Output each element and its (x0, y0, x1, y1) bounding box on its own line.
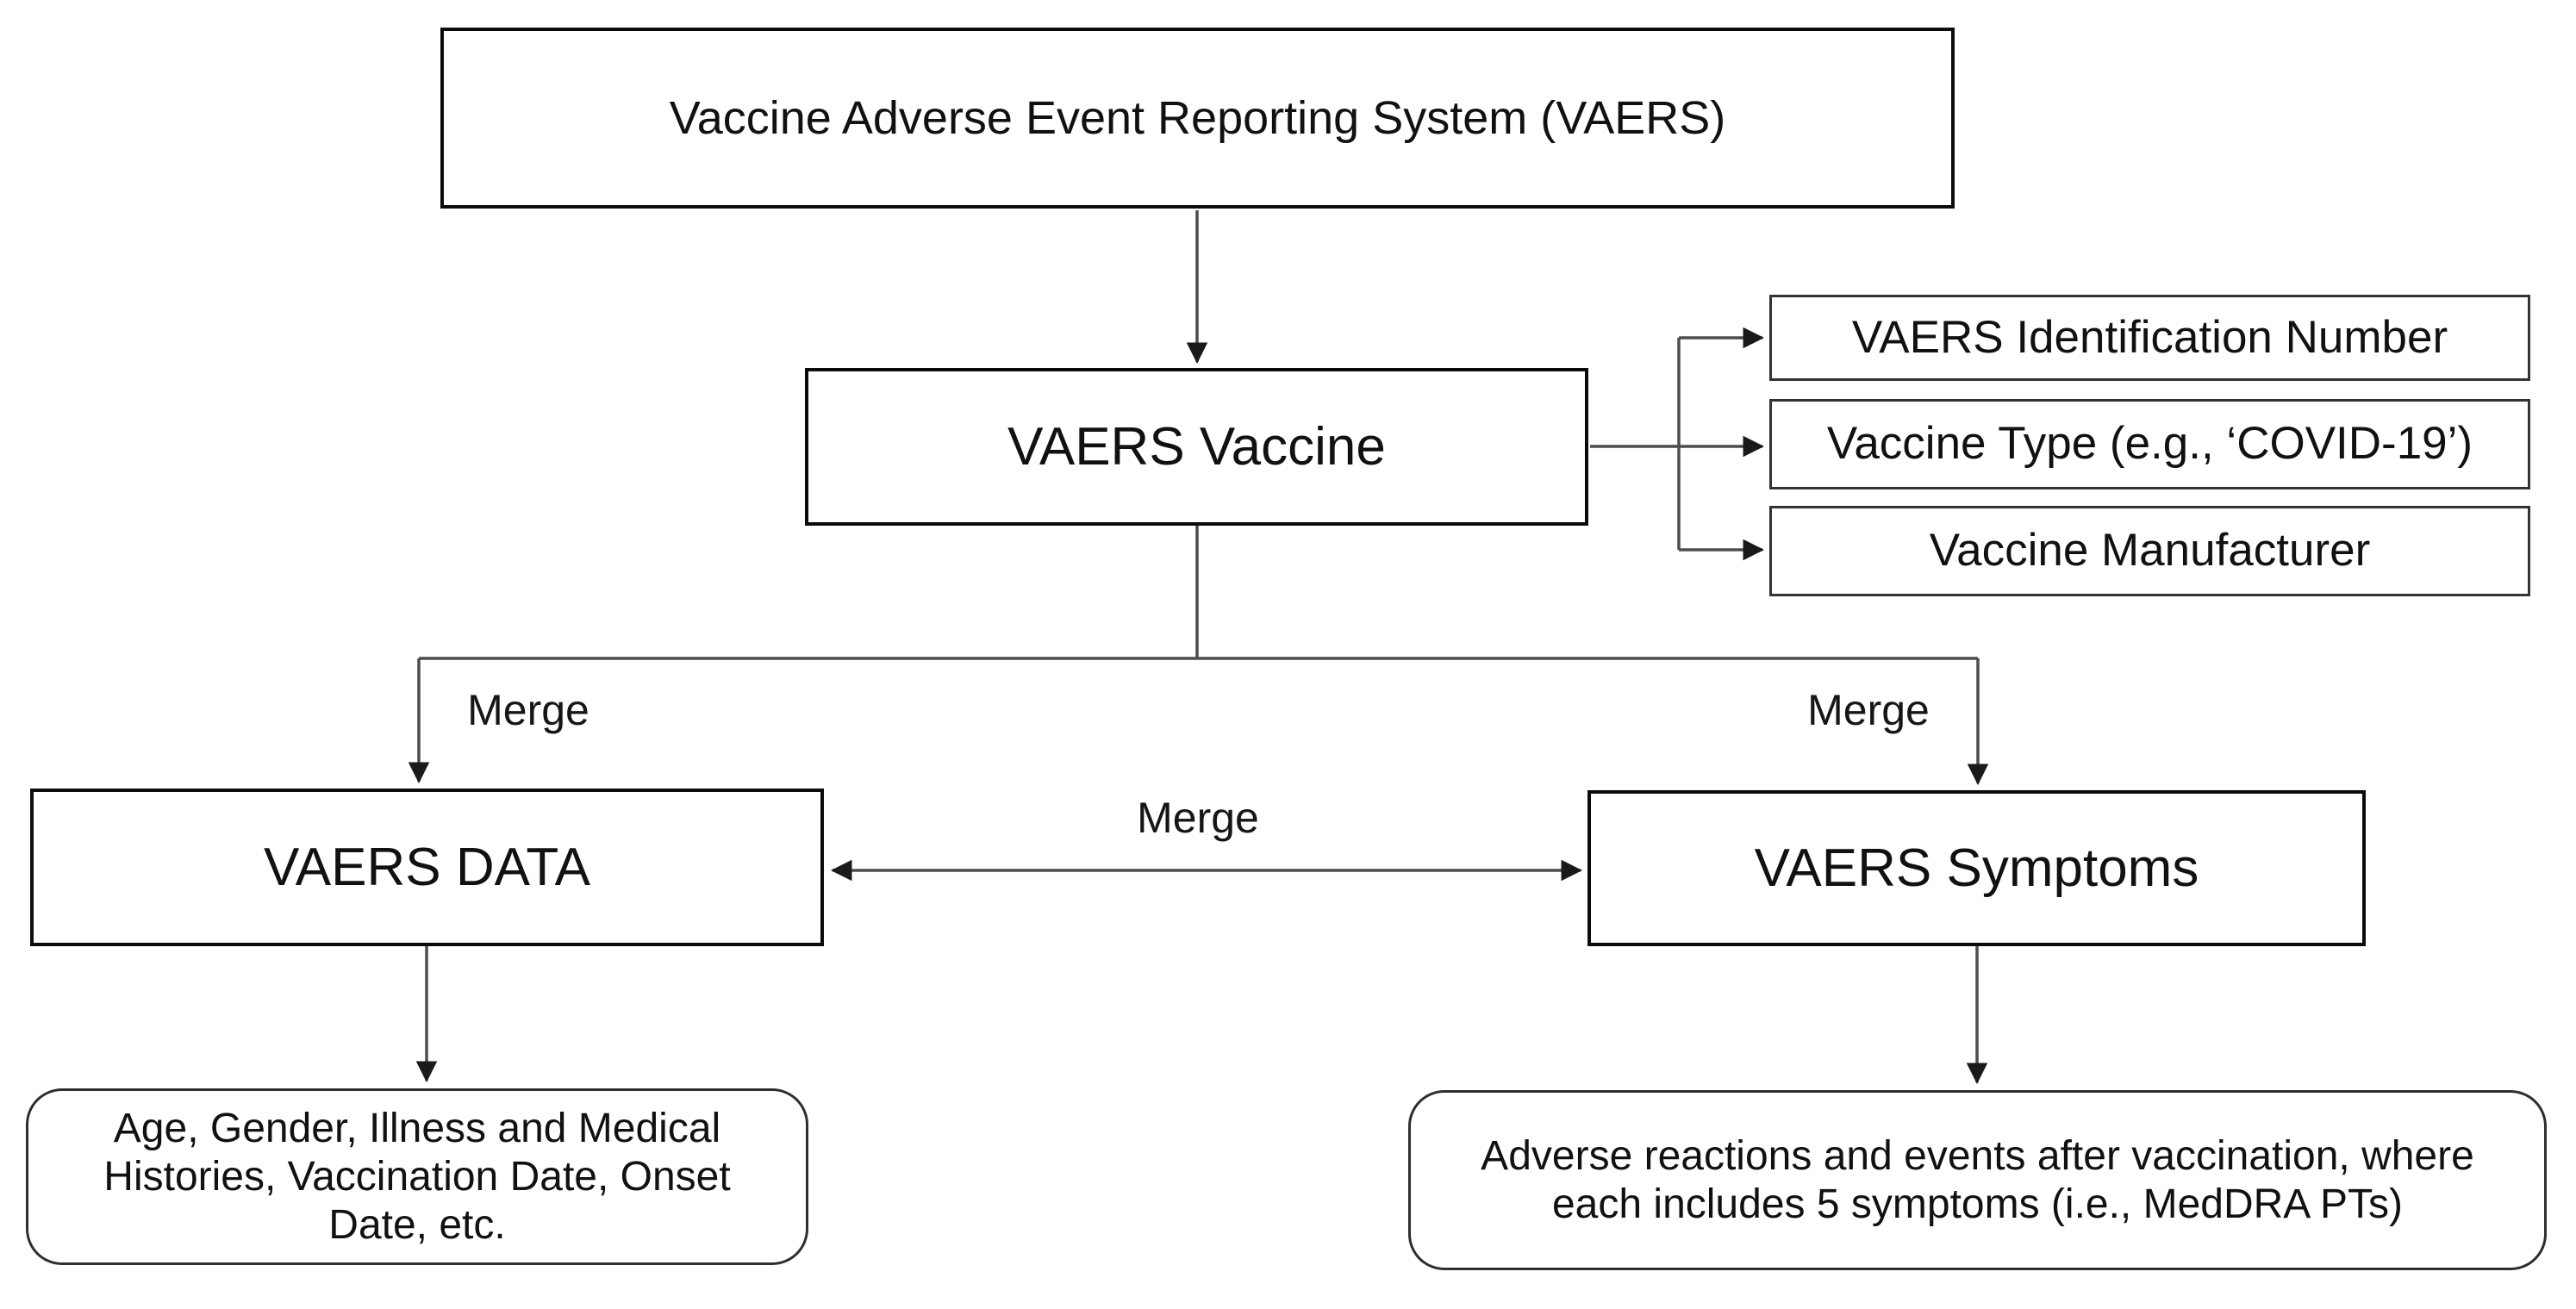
node-vaers-identification-number: VAERS Identification Number (1769, 295, 2530, 381)
node-vaers-symptoms: VAERS Symptoms (1587, 790, 2366, 946)
node-vaers-id-label: VAERS Identification Number (1851, 311, 2448, 363)
node-vaers-data: VAERS DATA (30, 789, 824, 946)
node-vaccine-manufacturer: Vaccine Manufacturer (1769, 506, 2530, 596)
edge-label-merge-left: Merge (462, 685, 595, 735)
node-vaers-vaccine: VAERS Vaccine (805, 368, 1588, 526)
node-vaers-symptoms-label: VAERS Symptoms (1754, 838, 2199, 898)
node-vaers-data-label: VAERS DATA (264, 837, 590, 897)
symptoms-details-line-1: Adverse reactions and events after vacci… (1481, 1132, 2474, 1179)
node-vaers-vaccine-label: VAERS Vaccine (1007, 416, 1386, 477)
node-vaers-data-details: Age, Gender, Illness and Medical Histori… (26, 1088, 808, 1265)
data-details-line-1: Age, Gender, Illness and Medical (113, 1105, 721, 1151)
node-vaers-system: Vaccine Adverse Event Reporting System (… (440, 28, 1955, 209)
data-details-line-2: Histories, Vaccination Date, Onset (103, 1153, 731, 1200)
symptoms-details-line-2: each includes 5 symptoms (i.e., MedDRA P… (1551, 1181, 2404, 1227)
node-vaers-system-label: Vaccine Adverse Event Reporting System (… (669, 91, 1726, 144)
edge-label-merge-right: Merge (1802, 685, 1935, 735)
data-details-line-3: Date, etc. (328, 1201, 506, 1248)
node-vaers-symptoms-details: Adverse reactions and events after vacci… (1408, 1090, 2547, 1270)
node-vaccine-manufacturer-label: Vaccine Manufacturer (1929, 525, 2371, 577)
node-vaccine-type-label: Vaccine Type (e.g., ‘COVID-19’) (1826, 418, 2473, 470)
node-vaccine-type: Vaccine Type (e.g., ‘COVID-19’) (1769, 399, 2530, 489)
edge-label-merge-center: Merge (1132, 793, 1264, 843)
